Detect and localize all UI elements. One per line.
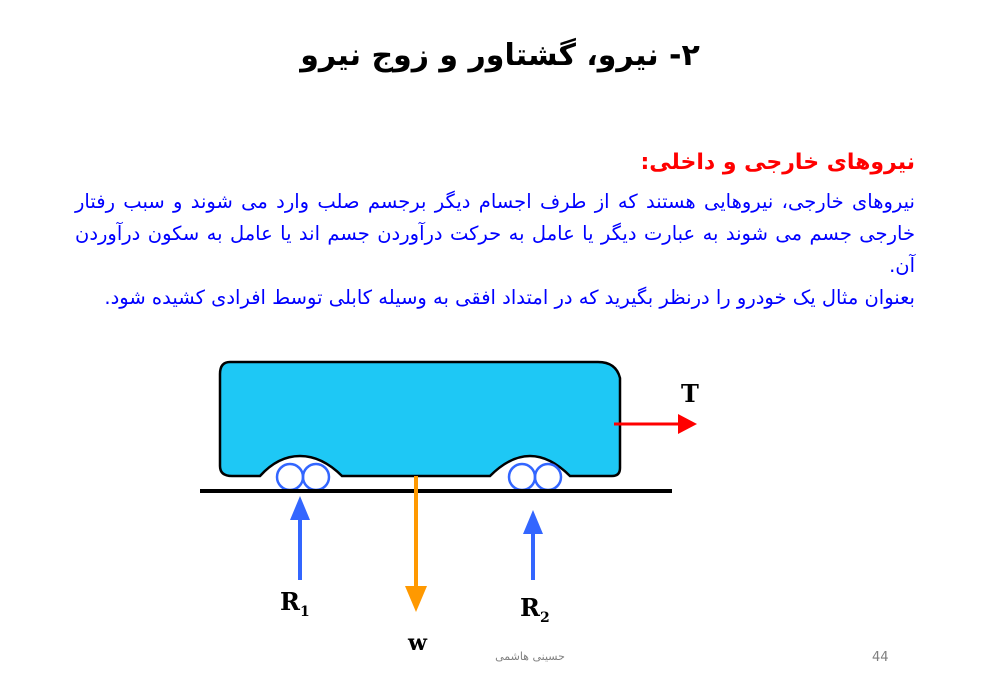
reaction-1-label: R1 [280,587,310,620]
weight-arrow [405,476,427,612]
page-number: 44 [872,650,889,665]
paragraph-example: بعنوان مثال یک خودرو را درنظر بگیرید که … [104,286,915,309]
footer-author: حسینی هاشمی [495,650,565,663]
weight-label: w [407,630,428,656]
slide-title: ۲- نیرو، گشتاور و زوج نیرو [300,38,700,73]
wheel [301,462,331,492]
tension-label: T [681,379,699,408]
reaction-arrow-1 [290,496,310,580]
tension-arrow [614,414,697,434]
wheel [275,462,305,492]
vehicle-body [218,360,622,478]
wheel [533,462,563,492]
reaction-arrow-2 [523,510,543,580]
reaction-2-label: R2 [520,593,550,626]
wheel [507,462,537,492]
section-heading: نیروهای خارجی و داخلی: [640,150,915,175]
body-text: نیروهای خارجی، نیروهایی هستند که از طرف … [75,186,915,314]
paragraph-external-forces: نیروهای خارجی، نیروهایی هستند که از طرف … [75,190,915,277]
